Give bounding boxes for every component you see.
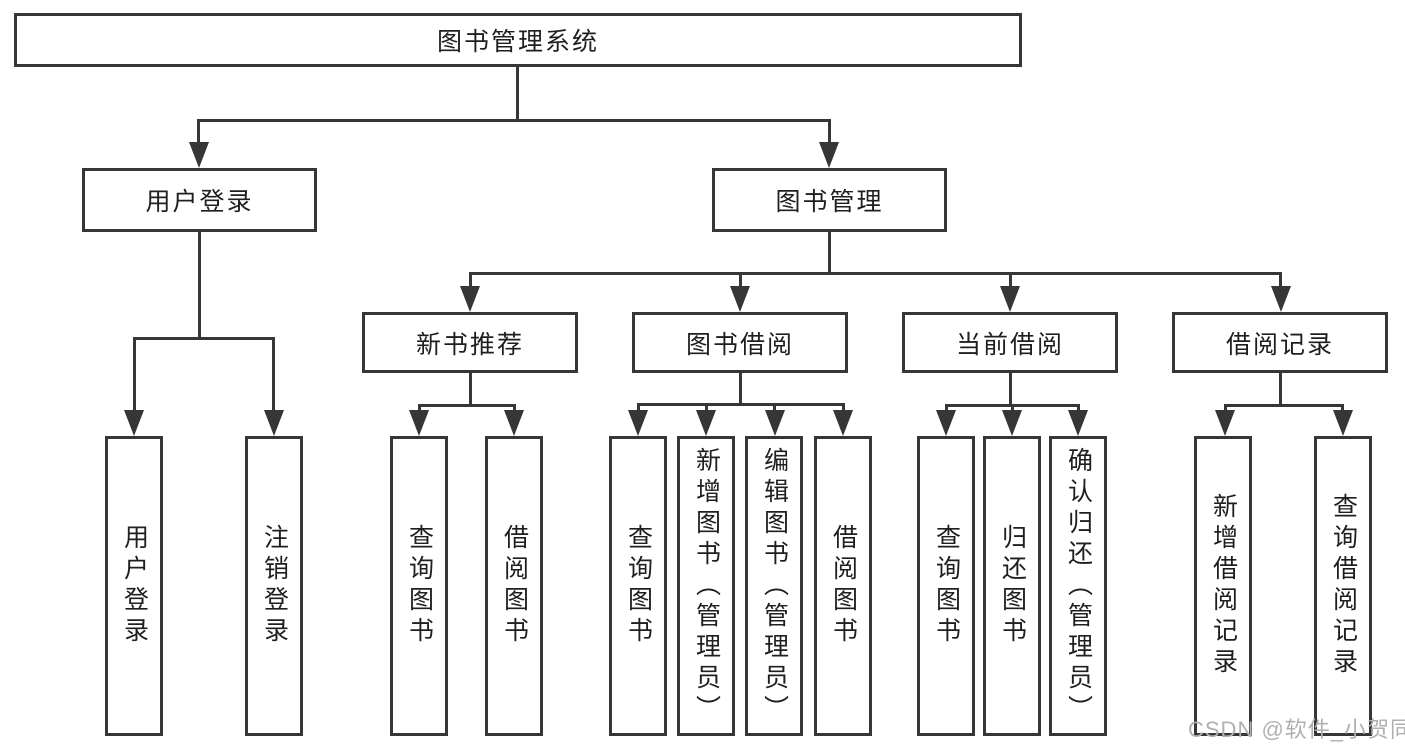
leaf-edit-book-admin-label: 编辑图书（管理员） [760, 446, 789, 726]
node-root-label: 图书管理系统 [436, 28, 599, 56]
arrow-down-icon [696, 410, 716, 436]
leaf-edit-book-admin: 编辑图书（管理员） [745, 436, 803, 736]
arrow-down-icon [124, 410, 144, 436]
leaf-query-book-2-label: 查询图书 [624, 524, 653, 648]
leaf-user-login-label: 用户登录 [120, 524, 149, 648]
arrow-down-icon [264, 410, 284, 436]
connector-drop-borrow-record [1279, 272, 1282, 287]
arrow-down-icon [1000, 286, 1020, 312]
connector-g3-hline [637, 403, 845, 406]
connector-drop-user-login [197, 119, 200, 143]
arrow-down-icon [730, 286, 750, 312]
leaf-query-book-1: 查询图书 [390, 436, 448, 736]
arrow-down-icon [504, 410, 524, 436]
connector-g4-drop [1077, 404, 1080, 412]
connector-level2-stem [828, 232, 831, 275]
leaf-return-book: 归还图书 [983, 436, 1041, 736]
arrow-down-icon [409, 410, 429, 436]
leaf-query-book-1-label: 查询图书 [405, 524, 434, 648]
connector-g5-hline [1224, 404, 1344, 407]
leaf-logout: 注销登录 [245, 436, 303, 736]
leaf-borrow-book-2: 借阅图书 [814, 436, 872, 736]
leaf-confirm-return-admin: 确认归还（管理员） [1049, 436, 1107, 736]
node-user-login: 用户登录 [82, 168, 317, 232]
connector-g2-drop [513, 404, 516, 412]
connector-g3-stem [739, 373, 742, 405]
connector-level1-hline [197, 119, 831, 122]
connector-g2-hline [418, 404, 516, 407]
connector-g4-stem [1009, 373, 1012, 406]
leaf-query-borrow-record: 查询借阅记录 [1314, 436, 1372, 736]
connector-g1-stem [198, 232, 201, 340]
leaf-borrow-book-1-label: 借阅图书 [500, 524, 529, 648]
node-root: 图书管理系统 [14, 13, 1022, 67]
connector-drop-new-book [469, 272, 472, 287]
arrow-down-icon [936, 410, 956, 436]
connector-g3-drop [842, 403, 845, 412]
connector-g5-drop [1341, 404, 1344, 412]
leaf-add-borrow-record-label: 新增借阅记录 [1209, 493, 1238, 679]
node-book-management: 图书管理 [712, 168, 947, 232]
arrow-down-icon [1068, 410, 1088, 436]
leaf-confirm-return-admin-label: 确认归还（管理员） [1064, 446, 1093, 726]
arrow-down-icon [1002, 410, 1022, 436]
connector-drop-book-mgmt [828, 119, 831, 143]
connector-level2-hline [469, 272, 1282, 275]
connector-g3-drop [773, 403, 776, 412]
node-current-borrow-label: 当前借阅 [955, 330, 1064, 359]
node-book-borrow-label: 图书借阅 [685, 330, 794, 359]
connector-g1-hline [133, 337, 275, 340]
arrow-down-icon [765, 410, 785, 436]
leaf-borrow-book-2-label: 借阅图书 [829, 524, 858, 648]
arrow-down-icon [833, 410, 853, 436]
leaf-borrow-book-1: 借阅图书 [485, 436, 543, 736]
connector-g1-drop [272, 337, 275, 411]
node-user-login-label: 用户登录 [145, 188, 254, 216]
node-new-book-recommend-label: 新书推荐 [415, 330, 524, 359]
node-borrow-record: 借阅记录 [1172, 312, 1388, 373]
csdn-watermark: CSDN @软件_小贺同学 [1188, 717, 1405, 742]
node-book-management-label: 图书管理 [775, 188, 884, 216]
leaf-add-book-admin: 新增图书（管理员） [677, 436, 735, 736]
connector-g3-drop [637, 403, 640, 412]
leaf-query-book-3-label: 查询图书 [932, 524, 961, 648]
connector-g5-drop [1224, 404, 1227, 412]
arrow-down-icon [460, 286, 480, 312]
connector-g2-stem [469, 373, 472, 406]
arrow-down-icon [628, 410, 648, 436]
arrow-down-icon [819, 142, 839, 168]
node-new-book-recommend: 新书推荐 [362, 312, 578, 373]
node-book-borrow: 图书借阅 [632, 312, 848, 373]
connector-g3-drop [705, 403, 708, 412]
leaf-user-login: 用户登录 [105, 436, 163, 736]
arrow-down-icon [1271, 286, 1291, 312]
leaf-add-borrow-record: 新增借阅记录 [1194, 436, 1252, 736]
leaf-logout-label: 注销登录 [260, 524, 289, 648]
leaf-query-book-2: 查询图书 [609, 436, 667, 736]
leaf-add-book-admin-label: 新增图书（管理员） [692, 446, 721, 726]
arrow-down-icon [189, 142, 209, 168]
connector-g5-stem [1279, 373, 1282, 406]
connector-g1-drop [133, 337, 136, 411]
connector-root-stem [516, 67, 519, 120]
node-borrow-record-label: 借阅记录 [1225, 330, 1334, 359]
connector-drop-book-borrow [739, 272, 742, 287]
connector-g2-drop [418, 404, 421, 412]
node-current-borrow: 当前借阅 [902, 312, 1118, 373]
connector-g4-drop [1011, 404, 1014, 412]
arrow-down-icon [1333, 410, 1353, 436]
leaf-query-book-3: 查询图书 [917, 436, 975, 736]
connector-drop-current-borrow [1009, 272, 1012, 287]
arrow-down-icon [1215, 410, 1235, 436]
leaf-return-book-label: 归还图书 [998, 524, 1027, 648]
leaf-query-borrow-record-label: 查询借阅记录 [1329, 493, 1358, 679]
connector-g4-drop [945, 404, 948, 412]
